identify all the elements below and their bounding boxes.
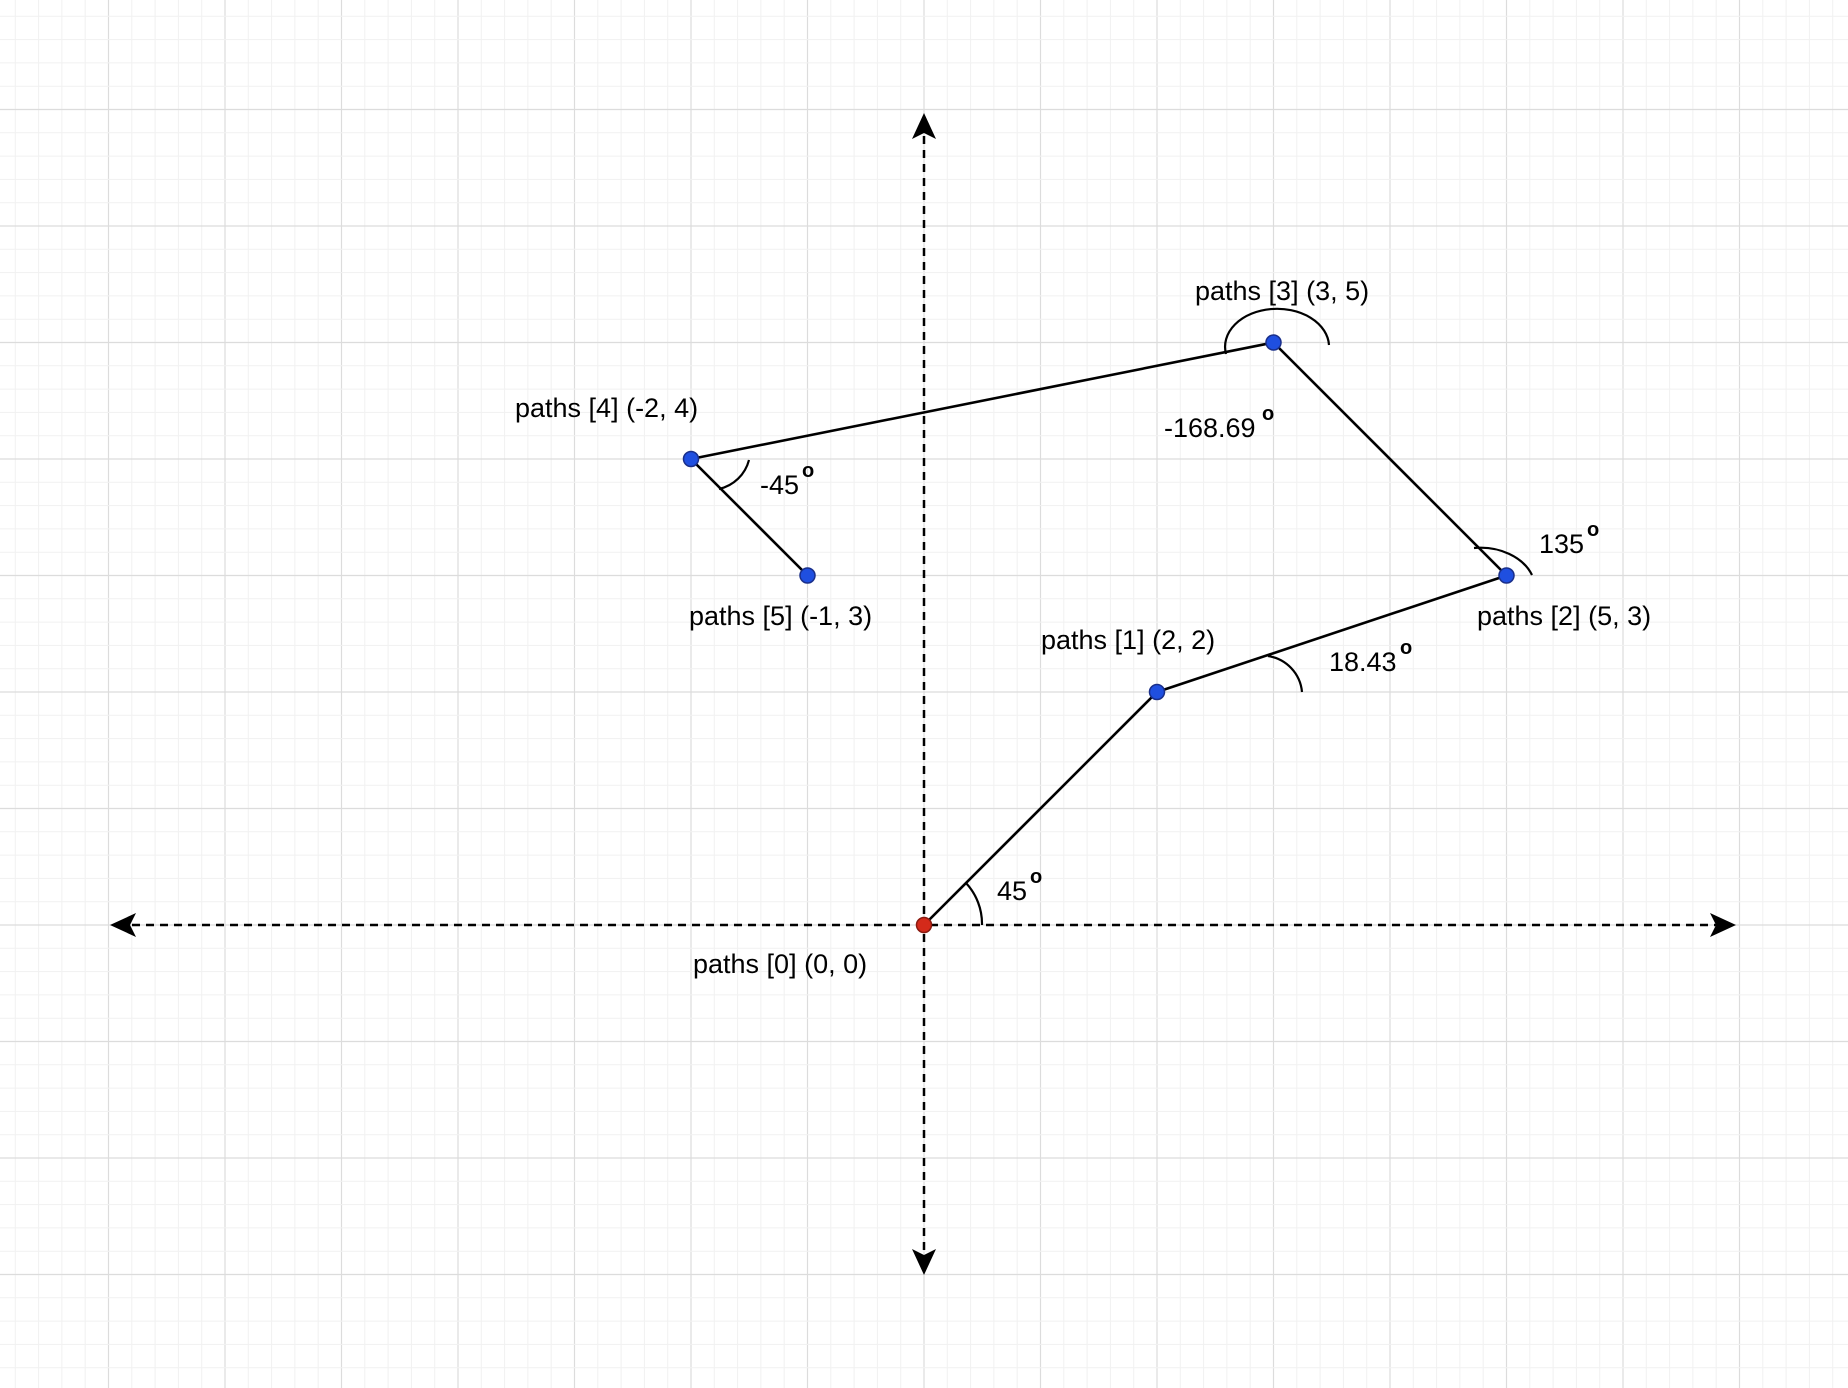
degree-symbol: o [1400,637,1412,659]
path-polyline [690,341,1508,926]
degree-symbol: o [1587,519,1599,541]
path-segment-2-3 [1272,341,1508,577]
angle-label-neg45: -45 [760,470,799,500]
angle-label-group-168: -168.69 o [1164,403,1274,443]
angle-label-group-18: 18.43 o [1329,637,1412,677]
x-axis-arrow-left [110,913,136,937]
angle-label-168: -168.69 [1164,413,1256,443]
angle-arc-18 [1267,654,1304,693]
angle-labels: 45 o 18.43 o 135 o -168.69 o -45 o [760,403,1599,906]
point-label-0: paths [0] (0, 0) [693,949,867,979]
angle-label-group-neg45: -45 o [760,460,814,500]
angle-label-group-135: 135 o [1539,519,1599,559]
coordinate-axes [110,113,1736,1275]
degree-symbol: o [802,460,814,482]
point-label-1: paths [1] (2, 2) [1041,625,1215,655]
path-points [682,334,1515,934]
degree-symbol: o [1262,403,1274,425]
angle-label-45: 45 [997,876,1027,906]
point-labels: paths [0] (0, 0) paths [1] (2, 2) paths … [515,276,1651,979]
path-point-4 [682,450,700,468]
path-segment-1-2 [1156,574,1507,694]
path-segment-0-1 [923,691,1158,926]
angle-arc-168 [1223,307,1331,355]
angle-arc-neg45 [718,459,751,491]
path-segment-3-4 [690,341,1274,461]
path-point-1 [1148,683,1166,701]
angle-arcs [718,307,1533,926]
point-label-2: paths [2] (5, 3) [1477,601,1651,631]
angle-label-18: 18.43 [1329,647,1397,677]
point-label-3: paths [3] (3, 5) [1195,276,1369,306]
path-point-5 [799,567,816,584]
degree-symbol: o [1030,866,1042,888]
path-point-0 [915,916,933,934]
path-point-2 [1498,567,1515,584]
y-axis-arrow-top [912,113,936,139]
angle-label-135: 135 [1539,529,1584,559]
x-axis-arrow-right [1710,913,1736,937]
path-segment-4-5 [690,458,809,577]
angle-label-group-45: 45 o [997,866,1042,906]
angle-arc-135 [1473,546,1533,576]
point-label-5: paths [5] (-1, 3) [689,601,872,631]
y-axis-arrow-bottom [912,1249,936,1275]
path-point-3 [1265,334,1282,351]
angle-arc-45 [965,882,984,926]
point-label-4: paths [4] (-2, 4) [515,393,698,423]
